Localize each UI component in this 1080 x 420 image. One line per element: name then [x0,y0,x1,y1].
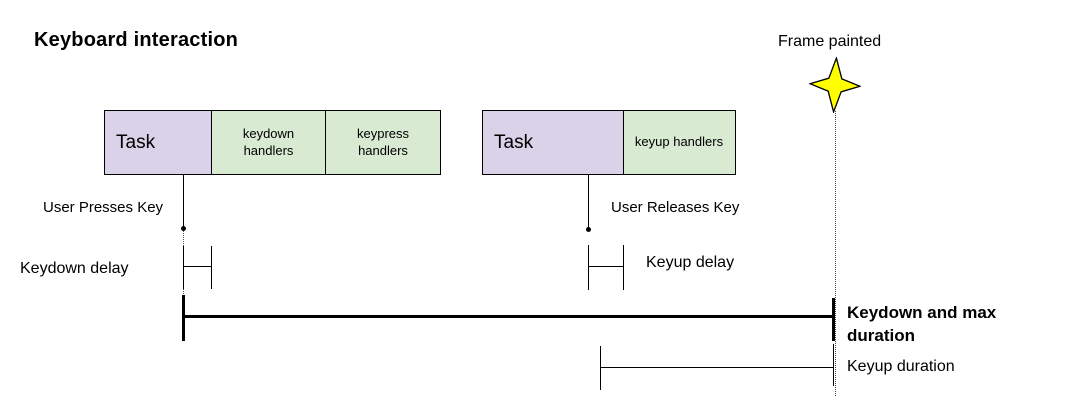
keydown-duration-start-tick [182,295,185,341]
keyup-task-label: Task [494,131,534,153]
diagram-title: Keyboard interaction [34,29,239,51]
keyup-handlers-box: keyup handlers [622,110,736,175]
keyup-delay-end-tick [622,245,624,290]
keydown-delay-label: Keydown delay [20,260,129,277]
keydown-handlers-label: keydown handlers [242,125,295,158]
frame-painted-label: Frame painted [778,33,882,50]
keypress-handlers-label: keypress handlers [356,125,410,158]
keyup-task-box: Task [482,110,624,175]
keyup-duration-end-tick [832,344,835,386]
keydown-duration-span [184,315,834,318]
keydown-duration-end-tick [832,298,835,341]
keyup-delay-label: Keyup delay [646,254,735,271]
keydown-task-label: Task [116,131,156,153]
keyup-delay-span [588,265,623,267]
keyup-duration-span [601,367,834,369]
keydown-delay-span [183,266,211,268]
keydown-delay-start-tick [182,246,184,289]
keyup-handlers-label: keyup handlers [634,134,724,150]
keydown-max-duration-label: Keydown and max duration [847,303,997,345]
keyup-duration-label: Keyup duration [847,358,955,375]
keydown-delay-end-tick [210,246,212,289]
user-presses-key-label: User Presses Key [43,199,164,216]
keypress-handlers-box: keypress handlers [325,110,441,175]
user-releases-key-label: User Releases Key [611,199,740,216]
keyup-event-arrowhead [585,227,591,232]
keyup-delay-start-tick [588,245,590,290]
frame-painted-guideline [835,111,836,396]
keydown-event-arrow-line [182,175,184,227]
keydown-event-arrowhead [180,226,186,231]
four-point-star-icon [809,57,861,113]
keydown-handlers-box: keydown handlers [210,110,327,175]
keyup-duration-start-tick [600,346,602,390]
keydown-task-box: Task [104,110,212,175]
keyup-event-arrow-line [587,175,589,228]
star-shape [809,57,861,113]
